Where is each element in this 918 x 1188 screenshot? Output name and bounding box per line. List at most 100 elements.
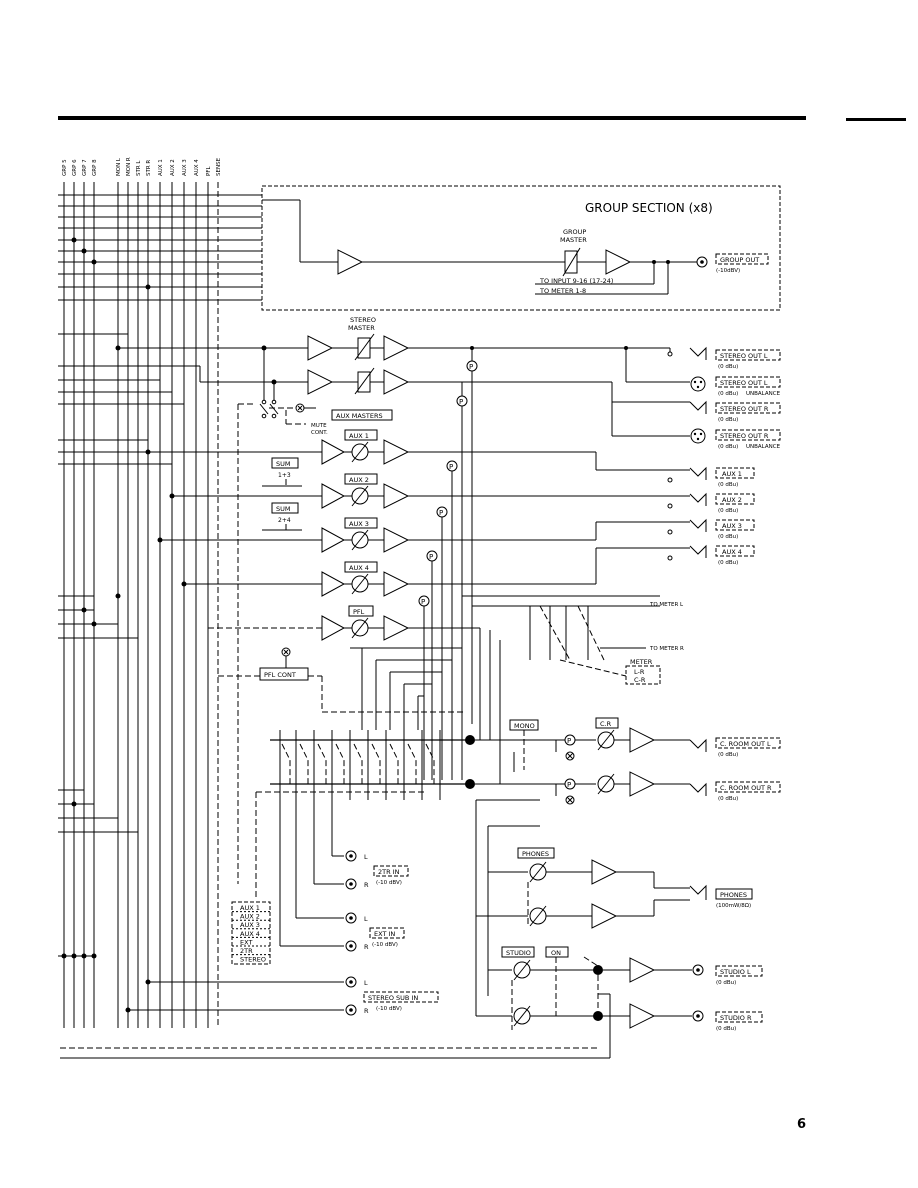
group-section-title: GROUP SECTION (x8) [585,201,713,215]
svg-text:P: P [439,509,443,517]
source-select-item[interactable]: AUX 2 [240,913,260,921]
top-rule [58,116,806,120]
bus-label: MON R [126,157,132,176]
2tr-in-l-label: L [364,853,368,861]
phones-out-label: PHONES [720,891,747,899]
source-select-item[interactable]: AUX 4 [240,930,260,938]
aux-out-level: (0 dBu) [718,482,738,488]
ext-in-r-label: R [364,943,369,951]
sub-in-level: (-10 dBV) [376,1006,402,1012]
aux-out-level: (0 dBu) [718,560,738,566]
top-rule-tab [846,118,906,121]
aux-master-label: AUX 1 [349,432,369,440]
stereo-out-l-label: STEREO OUT L [720,352,768,360]
sum-1-3-button[interactable] [271,457,299,469]
ext-in-label: EXT IN [374,930,395,938]
aux-out-amp-icon [383,439,410,465]
group-out-label: GROUP OUT [720,256,759,264]
aux-out-label: AUX 4 [722,548,742,556]
bus-label: GRP 8 [92,159,98,176]
bus-lines [58,182,262,1028]
aux-master-label: AUX 2 [349,476,369,484]
source-select-item[interactable]: STEREO [240,956,266,964]
stereo-out-l-xlr-icon[interactable] [690,376,706,392]
meter-label: METER [630,658,653,666]
aux-master-label: AUX 3 [349,520,369,528]
bus-label: SENSE [216,157,222,176]
to-meter-r-label: TO METER R [649,646,684,652]
croom-out-r-label: C. ROOM OUT R [720,784,772,792]
svg-text:P: P [421,598,425,606]
to-input-label: TO INPUT 9-16 (17-24) [539,277,613,285]
sub-in-l-label: L [364,979,368,987]
line-inputs: L R 2TR IN (-10 dBV) L R EXT IN (-10 dBV… [125,800,439,1016]
meter-lr-label: L-R [634,668,645,676]
page-number: 6 [797,1117,806,1132]
source-select-item[interactable]: AUX 3 [240,921,260,929]
svg-text:P: P [469,363,473,371]
sum-switches: SUM 1+3 SUM 2+4 [262,457,302,532]
2tr-in-r-label: R [364,881,369,889]
meter-cr-label: C-R [634,676,646,684]
stereo-l-out-amp-icon [383,335,410,361]
svg-text:P: P [459,398,463,406]
mono-label: MONO [514,722,535,730]
aux-out-amp-icon [383,527,410,553]
stereo-out-l-level: (0 dBu) [718,364,738,370]
aux-master-label: AUX 4 [349,564,369,572]
to-meter-l-label: TO METER L [649,602,684,608]
sub-in-label: STEREO SUB IN [368,994,418,1002]
aux-out-label: AUX 1 [722,470,742,478]
studio-r-label: STUDIO R [720,1014,752,1022]
2tr-in-level: (-10 dBV) [376,880,402,886]
svg-text:P: P [429,553,433,561]
studio-label: STUDIO [506,949,531,957]
phones-label: PHONES [522,850,549,858]
stereo-l-amp-icon [307,335,334,361]
group-section: GROUP SECTION (x8) GROUP MASTER TO INPUT… [261,185,781,311]
studio-on-button[interactable] [545,946,569,958]
2tr-in-label: 2TR IN [378,868,400,876]
stereo-master-label-2: MASTER [348,324,375,332]
bus-label: AUX 4 [194,159,200,176]
monitor-section: MONO C.R P C. ROOM OUT L (0 dBu) P C. R [60,717,781,1059]
stereo-out-r-bal-level: (0 dBu) [718,444,738,450]
mute-cont-label-1: MUTE [311,423,327,429]
aux-section: AUX MASTERS [331,409,393,421]
sum-1-label: SUM [276,460,291,468]
stereo-out-l-bal-label: STEREO OUT L [720,379,768,387]
source-select-item[interactable]: 2TR [240,947,253,955]
source-select-item[interactable]: AUX 1 [240,904,260,912]
svg-text:P: P [567,781,571,789]
ext-in-l-label: L [364,915,368,923]
stereo-out-r-label: STEREO OUT R [720,405,769,413]
source-select-item[interactable]: EXT [240,938,252,946]
aux-out-label: AUX 2 [722,496,742,504]
pfl-label: PFL [353,608,365,616]
stereo-out-r-level: (0 dBu) [718,417,738,423]
studio-l-label: STUDIO L [720,968,751,976]
group-out-amp-icon [605,249,632,275]
studio-r-level: (0 dBu) [716,1026,736,1032]
aux-out-level: (0 dBu) [718,508,738,514]
bus-label: GRP 6 [72,159,78,176]
studio-l-level: (0 dBu) [716,980,736,986]
bus-label: PFL [206,166,212,176]
bus-label: STR L [136,160,142,176]
pfl-cont-label: PFL CONT [264,671,296,679]
stereo-out-l-bal-level: (0 dBu) [718,391,738,397]
phones-out-level: (100mW/8Ω) [716,903,751,909]
stereo-out-r-xlr-icon[interactable] [690,428,706,444]
bus-label: GRP 7 [82,159,88,176]
group-master-label: GROUP [563,228,586,236]
mute-cont-label-2: CONT. [311,430,328,436]
sum-2-4-button[interactable] [271,502,299,514]
group-amp-icon [337,249,364,275]
bus-label: MON L [116,157,122,176]
svg-text:P: P [449,463,453,471]
bus-label: STR R [146,160,152,176]
aux-amp-icon [321,571,346,597]
aux-amp-icon [321,483,346,509]
